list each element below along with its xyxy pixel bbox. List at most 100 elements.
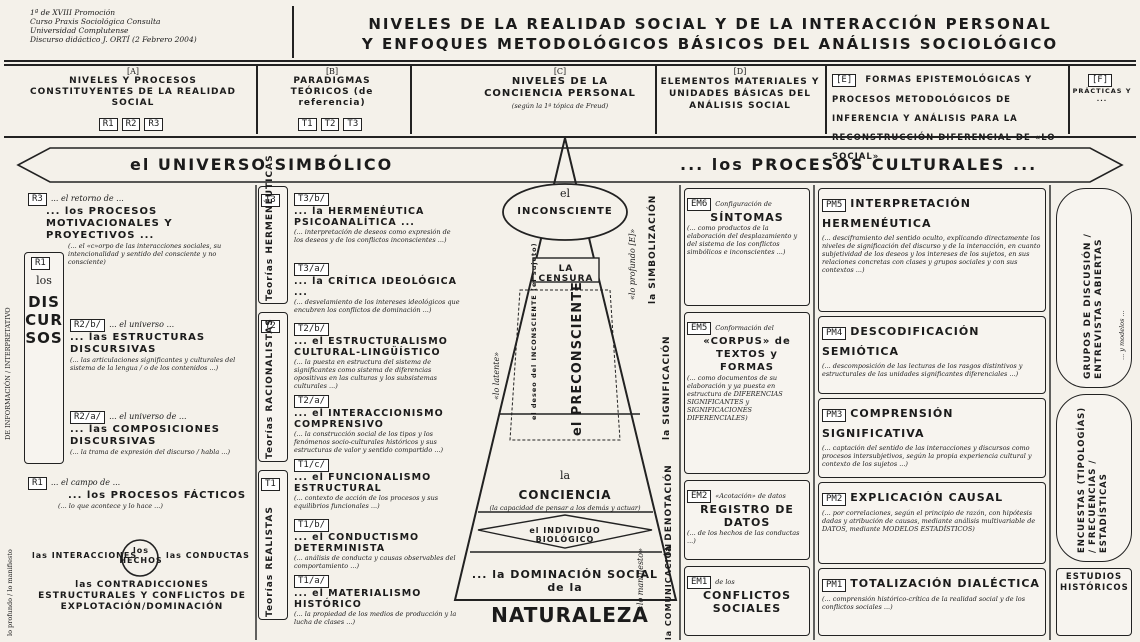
practice-estudios: ESTUDIOS HISTÓRICOS [1056, 568, 1132, 636]
header-rule [4, 60, 1136, 62]
code-badge: R1 [98, 118, 118, 131]
practice-estudios-label: ESTUDIOS HISTÓRICOS [1060, 572, 1129, 593]
paradigm-title: ... la CRÍTICA IDEOLÓGICA ... [294, 276, 458, 298]
pyramid-naturaleza: NATURALEZA [491, 603, 649, 627]
paradigm-title: ... el ESTRUCTURALISMO CULTURAL-LINGÜÍST… [294, 336, 448, 358]
pyramid-profundo: «lo profundo [E]» [628, 228, 637, 300]
t2-badge: T2 [261, 320, 280, 333]
pyramid-comunicacion: la COMUNICACIÓN [664, 542, 673, 640]
unit-title: «CORPUS» de TEXTOS y FORMAS [703, 336, 791, 373]
paradigm-title: ... el MATERIALISMO HISTÓRICO [294, 588, 422, 610]
r3-desc: (... el «c»orpo de las interacciones soc… [68, 242, 222, 266]
column-text: FORMAS EPISTEMOLÓGICAS Y PROCESOS METODO… [832, 75, 1056, 162]
paradigm-badge: T2/b/ [294, 323, 330, 336]
method-title: TOTALIZACIÓN DIALÉCTICA [850, 577, 1040, 590]
method-badge: PM3 [822, 409, 847, 422]
paradigm-desc: (... la construcción social de los tipos… [294, 430, 444, 454]
pyramid-manifiesto: «lo manifiesto» [636, 548, 645, 610]
t3-box: T3 Teorías HERMENÉUTICAS [258, 154, 288, 304]
banner-left: el UNIVERSO SIMBÓLICO [130, 155, 394, 174]
column-tag: [D] [733, 67, 747, 76]
t3-label: Teorías HERMENÉUTICAS [265, 154, 275, 301]
col-divider [655, 64, 657, 134]
paradigm-badge: T3/a/ [294, 263, 330, 276]
censura-box [532, 257, 600, 283]
r1-title: ... los PROCESOS FÁCTICOS [68, 490, 247, 501]
paradigm-badge: T2/a/ [294, 395, 330, 408]
r2a-title: ... las COMPOSICIONES DISCURSIVAS [70, 424, 220, 447]
col-divider [825, 64, 827, 134]
t1-badge: T1 [261, 478, 280, 491]
r3-lead: ... el retorno de ... [50, 194, 124, 203]
preconsciente-zone [509, 289, 621, 441]
unit-lead: Conformación del [715, 324, 774, 332]
code-badge: R2 [121, 118, 141, 131]
column-tag: [C] [553, 67, 567, 76]
paradigm-badge: T1/b/ [294, 519, 330, 532]
header-note-line: Discurso didáctico J. ORTÍ (2 Febrero 20… [30, 35, 197, 44]
practice-modelos: ... y modelos ... [1118, 310, 1126, 360]
header-note: 1ª de XVIII Promoción Curso Praxis Socio… [30, 8, 285, 44]
paradigm-badge: T1/c/ [294, 459, 330, 472]
pyramid-denotacion: la DENOTACIÓN [664, 464, 674, 556]
hechos-left: las INTERACCIONES [32, 551, 138, 560]
pyramid-conciencia: CONCIENCIA [518, 488, 612, 502]
r1-lead: ... el campo de ... [50, 478, 121, 487]
r1-block: R1... el campo de ... ... los PROCESOS F… [28, 470, 252, 510]
column-tag: [B] [325, 67, 339, 76]
pyramid-la: la [559, 469, 571, 482]
unit-desc: (... como productos de la elaboración de… [687, 224, 798, 256]
header-divider [292, 6, 294, 58]
header-note-line: Curso Praxis Sociológica Consulta [30, 17, 161, 26]
paradigm-item: T1/c/ ... el FUNCIONALISMO ESTRUCTURAL (… [294, 452, 460, 510]
pyramid-individuo: el INDIVIDUO BIOLÓGICO [529, 526, 601, 544]
discursos-label: los [36, 274, 52, 287]
paradigm-desc: (... contexto de acción de los procesos … [294, 494, 439, 510]
unit-badge: EM1 [687, 576, 712, 589]
pyramid-preconsciente: el PRECONSCIENTE [570, 281, 585, 436]
column-text: PARADIGMAS TEÓRICOS (de referencia) [290, 76, 374, 108]
column-header-a: [A] NIVELES Y PROCESOS CONSTITUYENTES DE… [18, 67, 248, 131]
header-note-line: Universidad Complutense [30, 26, 129, 35]
method-title: COMPRENSIÓN SIGNIFICATIVA [822, 407, 954, 440]
paradigm-title: ... el INTERACCIONISMO COMPRENSIVO [294, 408, 444, 430]
title-line-1: NIVELES DE LA REALIDAD SOCIAL Y DE LA IN… [368, 15, 1052, 33]
unit-lead: de los [715, 578, 735, 586]
paradigm-desc: (... análisis de conducta y causas obser… [294, 554, 456, 570]
method-desc: (... captación del sentido de las intera… [822, 444, 1032, 468]
paradigm-title: ... el FUNCIONALISMO ESTRUCTURAL [294, 472, 432, 494]
pyramid-outline [453, 137, 678, 601]
hechos-center: los HECHOS [119, 546, 163, 565]
practice-grupos: GRUPOS DE DISCUSIÓN / ENTREVISTAS ABIERT… [1056, 188, 1132, 388]
pyramid-latente: «lo latente» [492, 351, 501, 400]
hechos-title: las CONTRADICCIONES ESTRUCTURALES Y CONF… [38, 580, 246, 612]
paradigm-title: ... el CONDUCTISMO DETERMINISTA [294, 532, 420, 554]
column-header-e: [E] FORMAS EPISTEMOLÓGICAS Y PROCESOS ME… [832, 67, 1062, 163]
pyramid-significacion: la SIGNIFICACIÓN [662, 335, 672, 440]
r3-title: ... los PROCESOS MOTIVACIONALES Y PROYEC… [46, 206, 173, 241]
r1-desc: (... lo que acontece y lo hace ...) [58, 502, 163, 510]
unit-lead: Configuración de [715, 200, 772, 208]
banner-right: ... los PROCESOS CULTURALES ... [680, 155, 1038, 174]
column-note: (según la 1ª tópica de Freud) [511, 102, 609, 110]
r2b-title: ... las ESTRUCTURAS DISCURSIVAS [70, 332, 206, 355]
unit-desc: (... como documentos de su elaboración y… [687, 374, 783, 422]
col-divider [410, 64, 412, 134]
r1-block-badge: R1 [28, 477, 47, 490]
paradigm-item: T2/a/ ... el INTERACCIONISMO COMPRENSIVO… [294, 388, 460, 454]
paradigm-item: T3/b/ ... la HERMENÉUTICA PSICOANALÍTICA… [294, 186, 460, 244]
r2a-lead: ... el universo de ... [109, 412, 187, 421]
code-badge: T1 [297, 118, 317, 131]
method-desc: (... por correlaciones, según el princip… [822, 509, 1036, 533]
paradigm-desc: (... interpretación de deseos como expre… [294, 228, 451, 244]
method-title: INTERPRETACIÓN HERMENÉUTICA [822, 197, 971, 230]
page-title: NIVELES DE LA REALIDAD SOCIAL Y DE LA IN… [300, 14, 1120, 54]
t1-box: T1 Teorías REALISTAS [258, 470, 288, 620]
title-line-2: Y ENFOQUES METODOLÓGICOS BÁSICOS DEL ANÁ… [361, 35, 1059, 53]
